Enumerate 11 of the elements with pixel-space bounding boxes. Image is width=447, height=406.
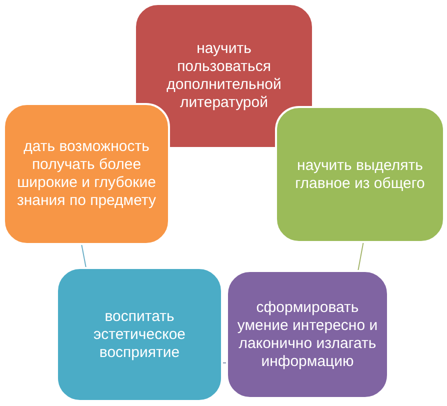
goal-text: воспитать эстетическое восприятие [92,308,187,362]
connector-line [358,242,364,272]
goal-card [275,106,445,243]
goal-card [56,267,223,402]
goal-card [3,103,170,245]
goal-text: научить пользоваться дополнительной литературой [166,40,282,112]
goal-text: сформировать умение интересно и лаконично излагать информацию [236,298,379,370]
goal-card [226,270,389,399]
connector-line [81,244,87,268]
goal-text: дать возможность получать более широкие и глубокие знания по предмету [16,138,157,210]
goal-text: научить выделять главное из общего [294,156,426,192]
